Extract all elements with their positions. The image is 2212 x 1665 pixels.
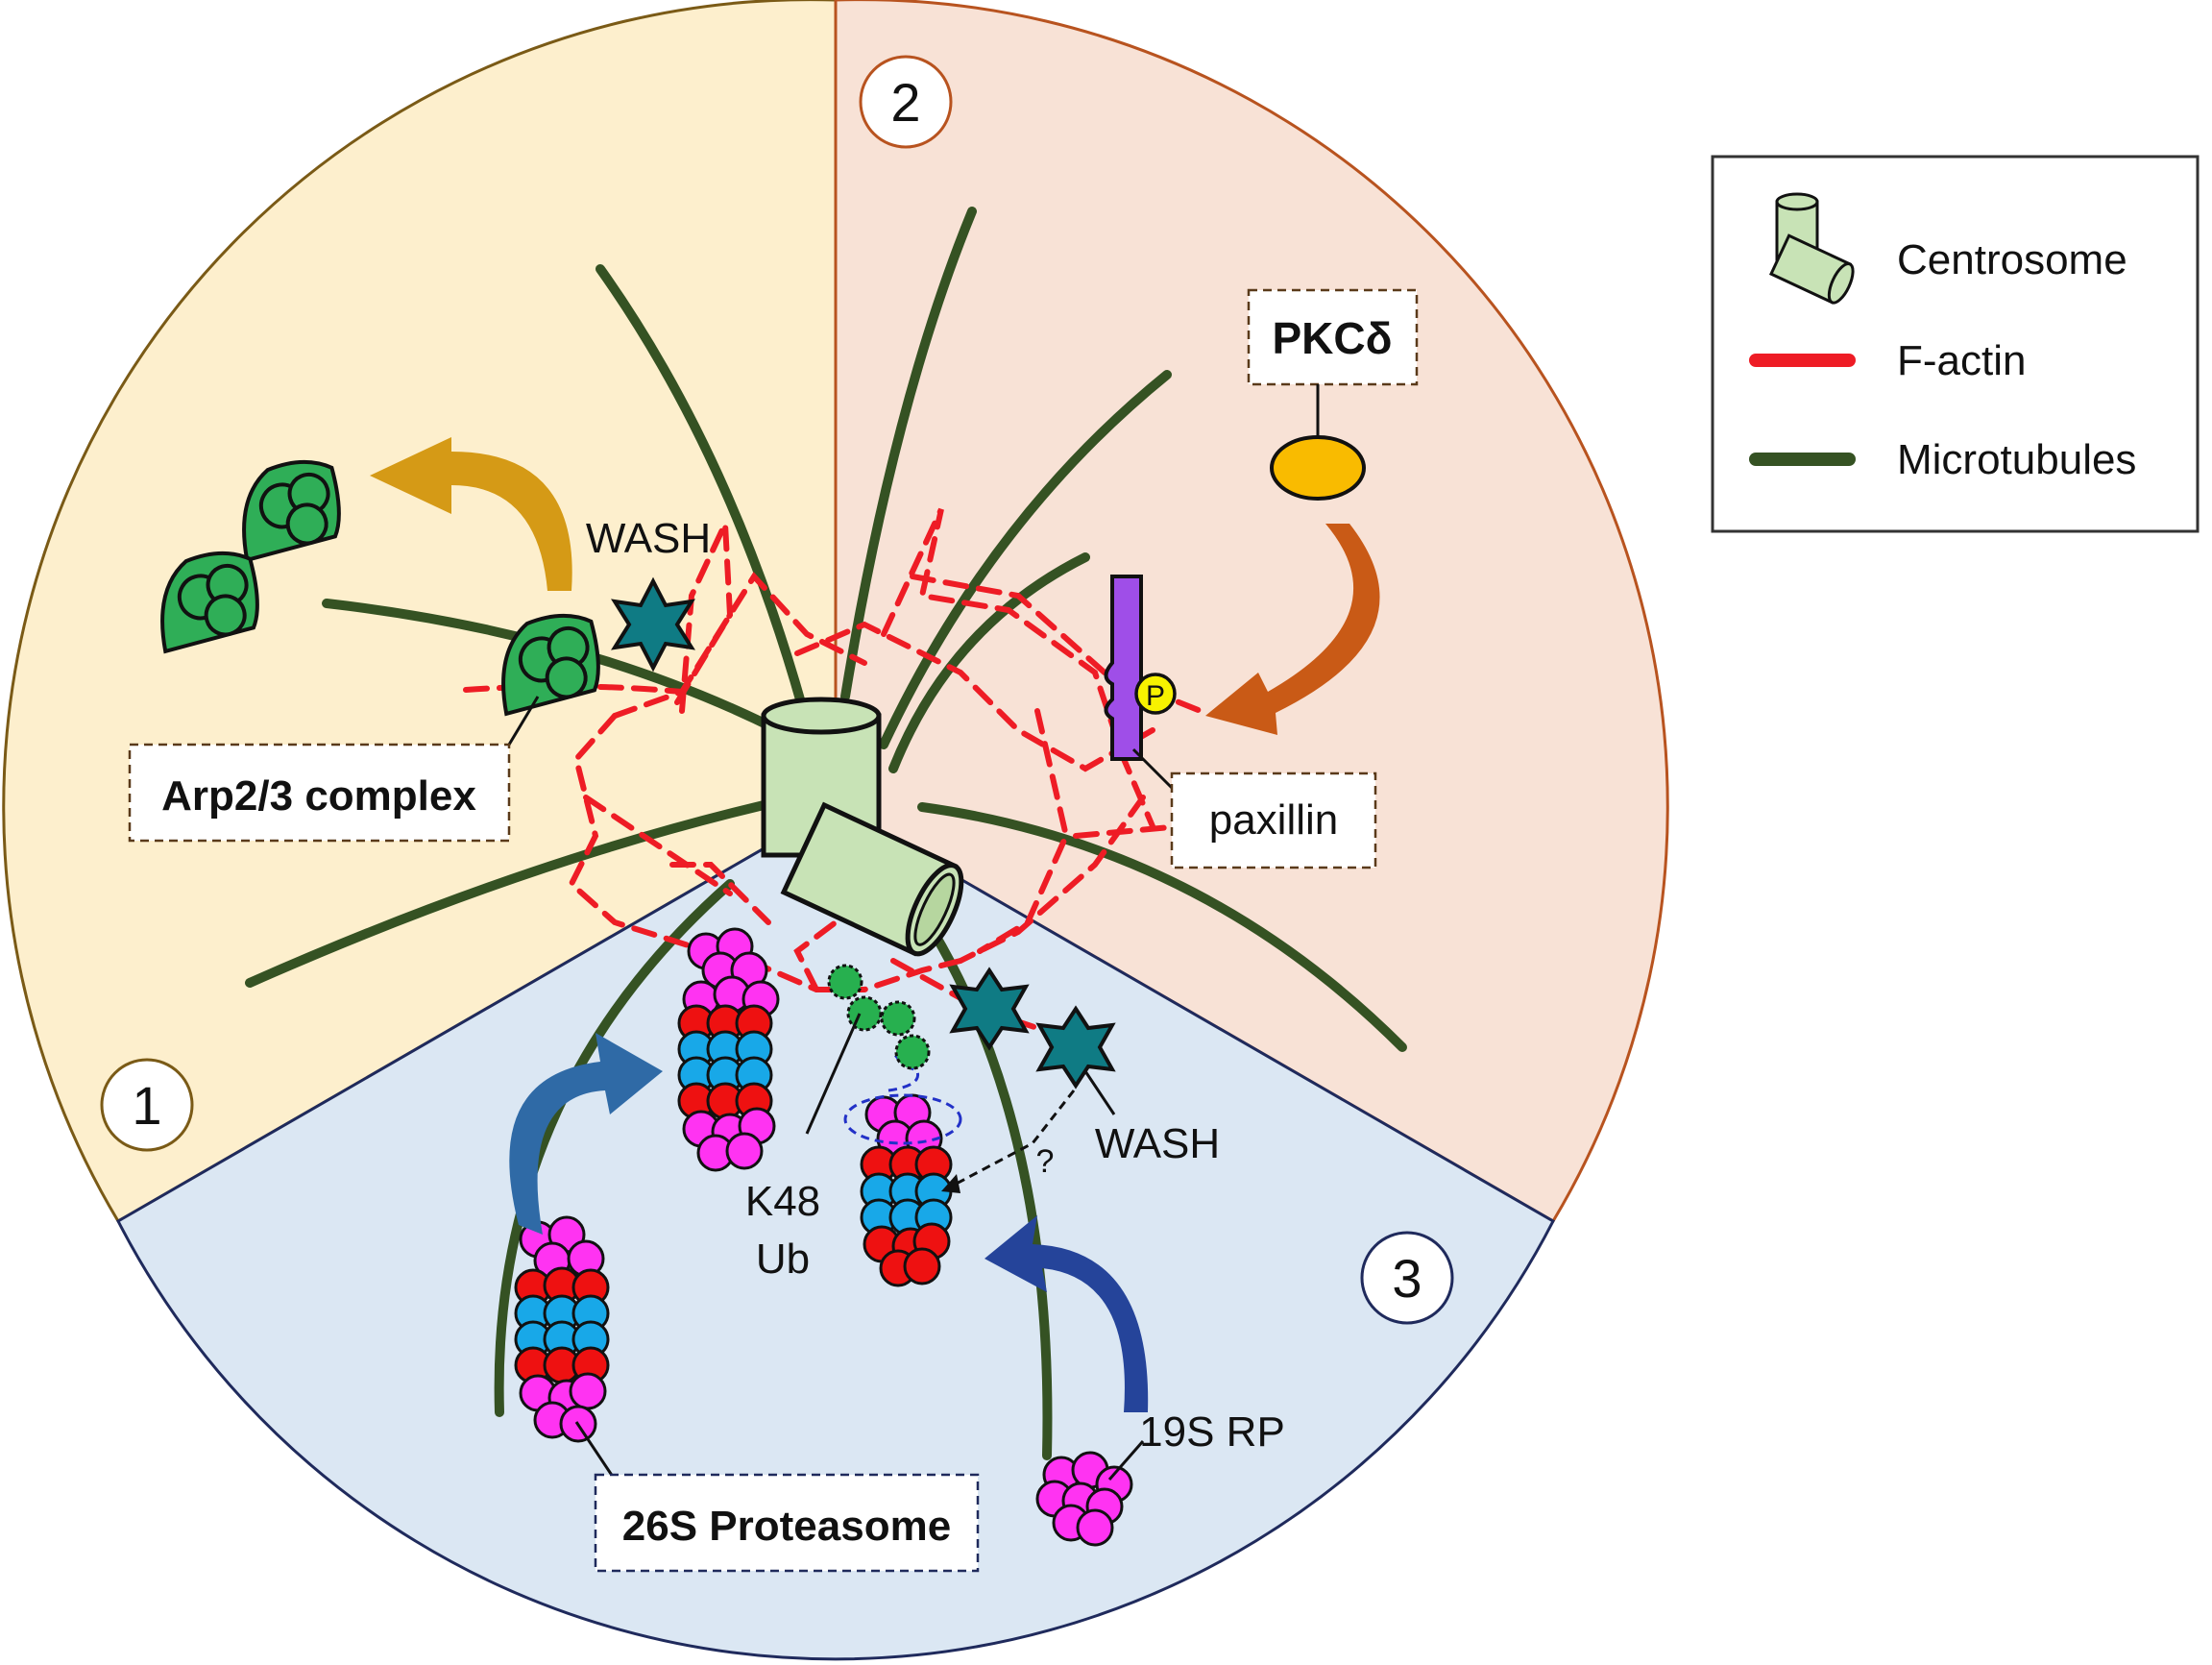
centrosome — [761, 697, 964, 957]
f-actin-filament — [977, 708, 1070, 954]
proteasome-transport-arrow — [509, 1033, 663, 1235]
sector-2-background — [834, 0, 1669, 1224]
rp19s-transport-arrow — [984, 1215, 1149, 1412]
wash-icon — [949, 967, 1030, 1051]
proteasome-26s-icon — [677, 927, 780, 1172]
sector-badges: 1 2 3 — [100, 55, 1454, 1325]
sector-1-number: 1 — [132, 1075, 161, 1136]
f-actin-filament — [746, 958, 963, 992]
k48-leader-line — [805, 1013, 862, 1135]
wash-label-bottom: WASH — [1095, 1120, 1220, 1167]
proteasome-leader-line — [574, 1421, 617, 1481]
sector-2-number: 2 — [890, 72, 920, 133]
legend: Centrosome F-actin Microtubules — [1711, 155, 2200, 533]
sector-3-background — [116, 805, 1555, 1661]
f-actin-filament — [793, 919, 839, 992]
wash-question-arrow — [950, 1090, 1076, 1188]
proteasome-label: 26S Proteasome — [622, 1503, 951, 1550]
k48-label-line2: Ub — [756, 1236, 810, 1283]
arp23-label: Arp2/3 complex — [161, 772, 476, 820]
k48-binding-outline — [843, 1093, 962, 1145]
paxillin-icon — [1104, 575, 1143, 761]
proteasome-26s-icon — [514, 1215, 610, 1443]
microtubule — [245, 793, 802, 988]
arp23-complex-icon — [242, 459, 341, 563]
sector-2-badge — [859, 55, 953, 149]
arp23-group: Arp2/3 complex WASH — [128, 437, 711, 843]
arp23-complex-icon — [501, 613, 600, 717]
microtubule — [917, 802, 1407, 1052]
sector-3-number: 3 — [1392, 1248, 1422, 1309]
sector-3-badge — [1360, 1231, 1454, 1325]
wash-label-top: WASH — [586, 515, 711, 562]
microtubule — [494, 879, 735, 1417]
pkc-label: PKCδ — [1272, 313, 1392, 363]
f-actin-filament — [612, 572, 867, 719]
centriole-tilted — [780, 801, 964, 957]
phospho-label: P — [1146, 680, 1165, 712]
centriole-vertical-top — [761, 697, 882, 735]
arp23-complex-icon — [160, 551, 259, 654]
wash-icon-top — [611, 576, 695, 673]
sector-1-badge — [100, 1058, 194, 1152]
microtubule — [840, 207, 977, 701]
f-actin-filament — [669, 862, 771, 925]
legend-label-centrosome: Centrosome — [1897, 236, 2127, 283]
legend-label-f-actin: F-actin — [1897, 337, 2026, 384]
f-actin-filament — [583, 795, 733, 896]
arp23-export-arrow — [370, 437, 572, 591]
pkc-group: PKCδ P paxillin — [1104, 288, 1419, 869]
microtubule — [879, 370, 1172, 749]
f-actin-filament — [674, 522, 734, 714]
rp19s-leader-line — [1107, 1440, 1145, 1481]
pkc-phospho-arrow — [1205, 524, 1380, 735]
wash-icon — [1035, 1005, 1116, 1090]
microtubule — [888, 552, 1090, 773]
phospho-icon — [1134, 673, 1177, 715]
wash-leader-line — [1083, 1070, 1116, 1115]
f-actin-filament — [794, 621, 1155, 772]
legend-label-microtubules: Microtubules — [1897, 436, 2136, 483]
proteasome-26s-icon — [860, 1093, 953, 1287]
rp19s-label: 19S RP — [1139, 1408, 1285, 1456]
f-actin-filament — [568, 713, 771, 992]
arp23-label-box — [128, 743, 511, 843]
proteasome-group: K48 Ub WASH ? 26S Proteasome 19S RP — [509, 927, 1285, 1573]
microtubule — [596, 264, 807, 711]
rp-19s-icon — [1035, 1451, 1133, 1547]
question-mark: ? — [1036, 1143, 1055, 1180]
centrosome-icon — [1768, 192, 1855, 305]
wash-question-arrowhead — [941, 1174, 960, 1193]
k48-label-line1: K48 — [745, 1178, 820, 1225]
pkc-delta-icon — [1270, 435, 1366, 501]
pkc-label-box — [1247, 288, 1419, 386]
proteasome-label-box — [594, 1473, 980, 1573]
paxillin-label: paxillin — [1209, 796, 1339, 844]
paxillin-label-box — [1170, 771, 1377, 869]
